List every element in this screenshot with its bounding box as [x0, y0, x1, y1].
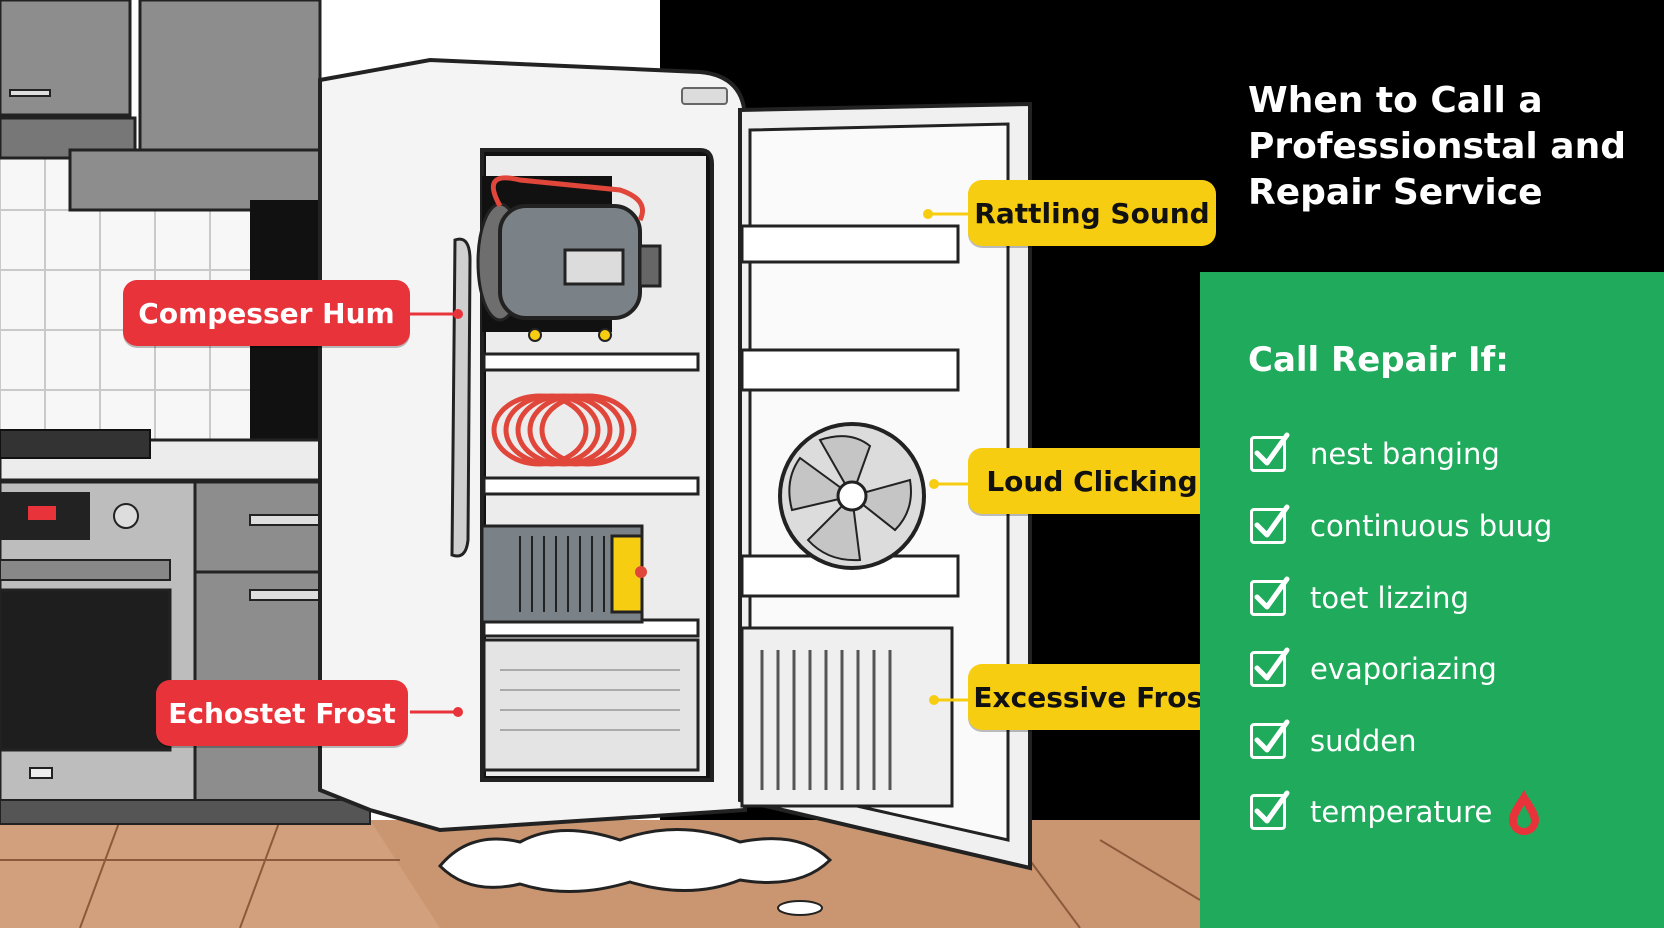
- check-icon: [1250, 504, 1290, 544]
- checklist-item: continuous buug: [1250, 504, 1552, 548]
- checklist-item-label: evaporiazing: [1310, 652, 1497, 686]
- loud-clicking-callout: Loud Clicking: [968, 448, 1216, 514]
- echostat-frost-callout: Echostet Frost: [156, 680, 408, 746]
- checklist-item: sudden: [1250, 719, 1417, 763]
- compressor-hum-callout: Compesser Hum: [123, 280, 410, 346]
- checklist-item-label: temperature: [1310, 795, 1493, 829]
- checklist-item-label: sudden: [1310, 724, 1417, 758]
- checklist-item-label: continuous buug: [1310, 509, 1553, 543]
- checklist-item-label: toet lizzing: [1310, 581, 1469, 615]
- rattling-sound-callout: Rattling Sound: [968, 180, 1216, 246]
- check-icon: [1250, 576, 1290, 616]
- checklist-item: nest banging: [1250, 432, 1500, 476]
- check-icon: [1250, 432, 1290, 472]
- checklist-item: temperature: [1250, 790, 1542, 835]
- check-icon: [1250, 719, 1290, 759]
- checklist-item: toet lizzing: [1250, 576, 1469, 620]
- check-icon: [1250, 790, 1290, 830]
- temperature-drop-icon: [1509, 790, 1540, 835]
- check-icon: [1250, 647, 1290, 687]
- page-title: When to Call a Professionstal and Repair…: [1248, 80, 1626, 213]
- checklist-item-label: nest banging: [1310, 437, 1500, 471]
- excessive-frost-callout: Excessive Frost: [968, 664, 1222, 730]
- checklist-item: evaporiazing: [1250, 647, 1497, 691]
- panel-heading: Call Repair If:: [1248, 340, 1509, 380]
- call-repair-panel: Call Repair If: nest banging continuous …: [1200, 272, 1664, 928]
